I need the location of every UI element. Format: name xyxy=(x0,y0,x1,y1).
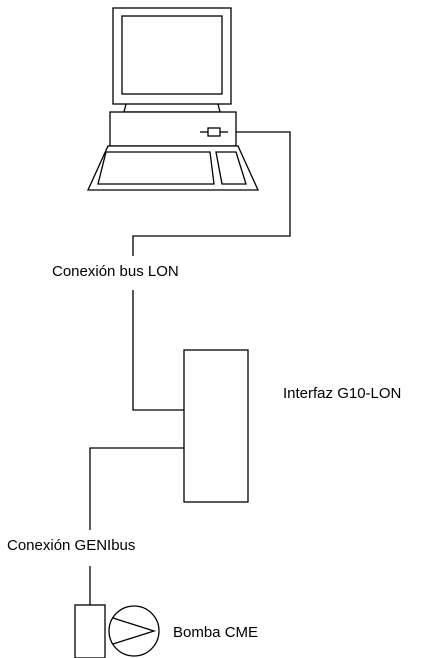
genibus-line xyxy=(89,447,184,530)
g10-lon-interface-box xyxy=(183,349,249,503)
lon-bus-line xyxy=(132,131,291,256)
interface-label: Interfaz G10-LON xyxy=(283,385,401,402)
pump-icon xyxy=(74,604,160,658)
genibus-label: Conexión GENIbus xyxy=(7,537,135,554)
lon-bus-line-lower xyxy=(132,290,184,411)
computer-icon xyxy=(86,7,260,191)
lon-bus-label: Conexión bus LON xyxy=(52,263,179,280)
pump-label: Bomba CME xyxy=(173,624,258,641)
